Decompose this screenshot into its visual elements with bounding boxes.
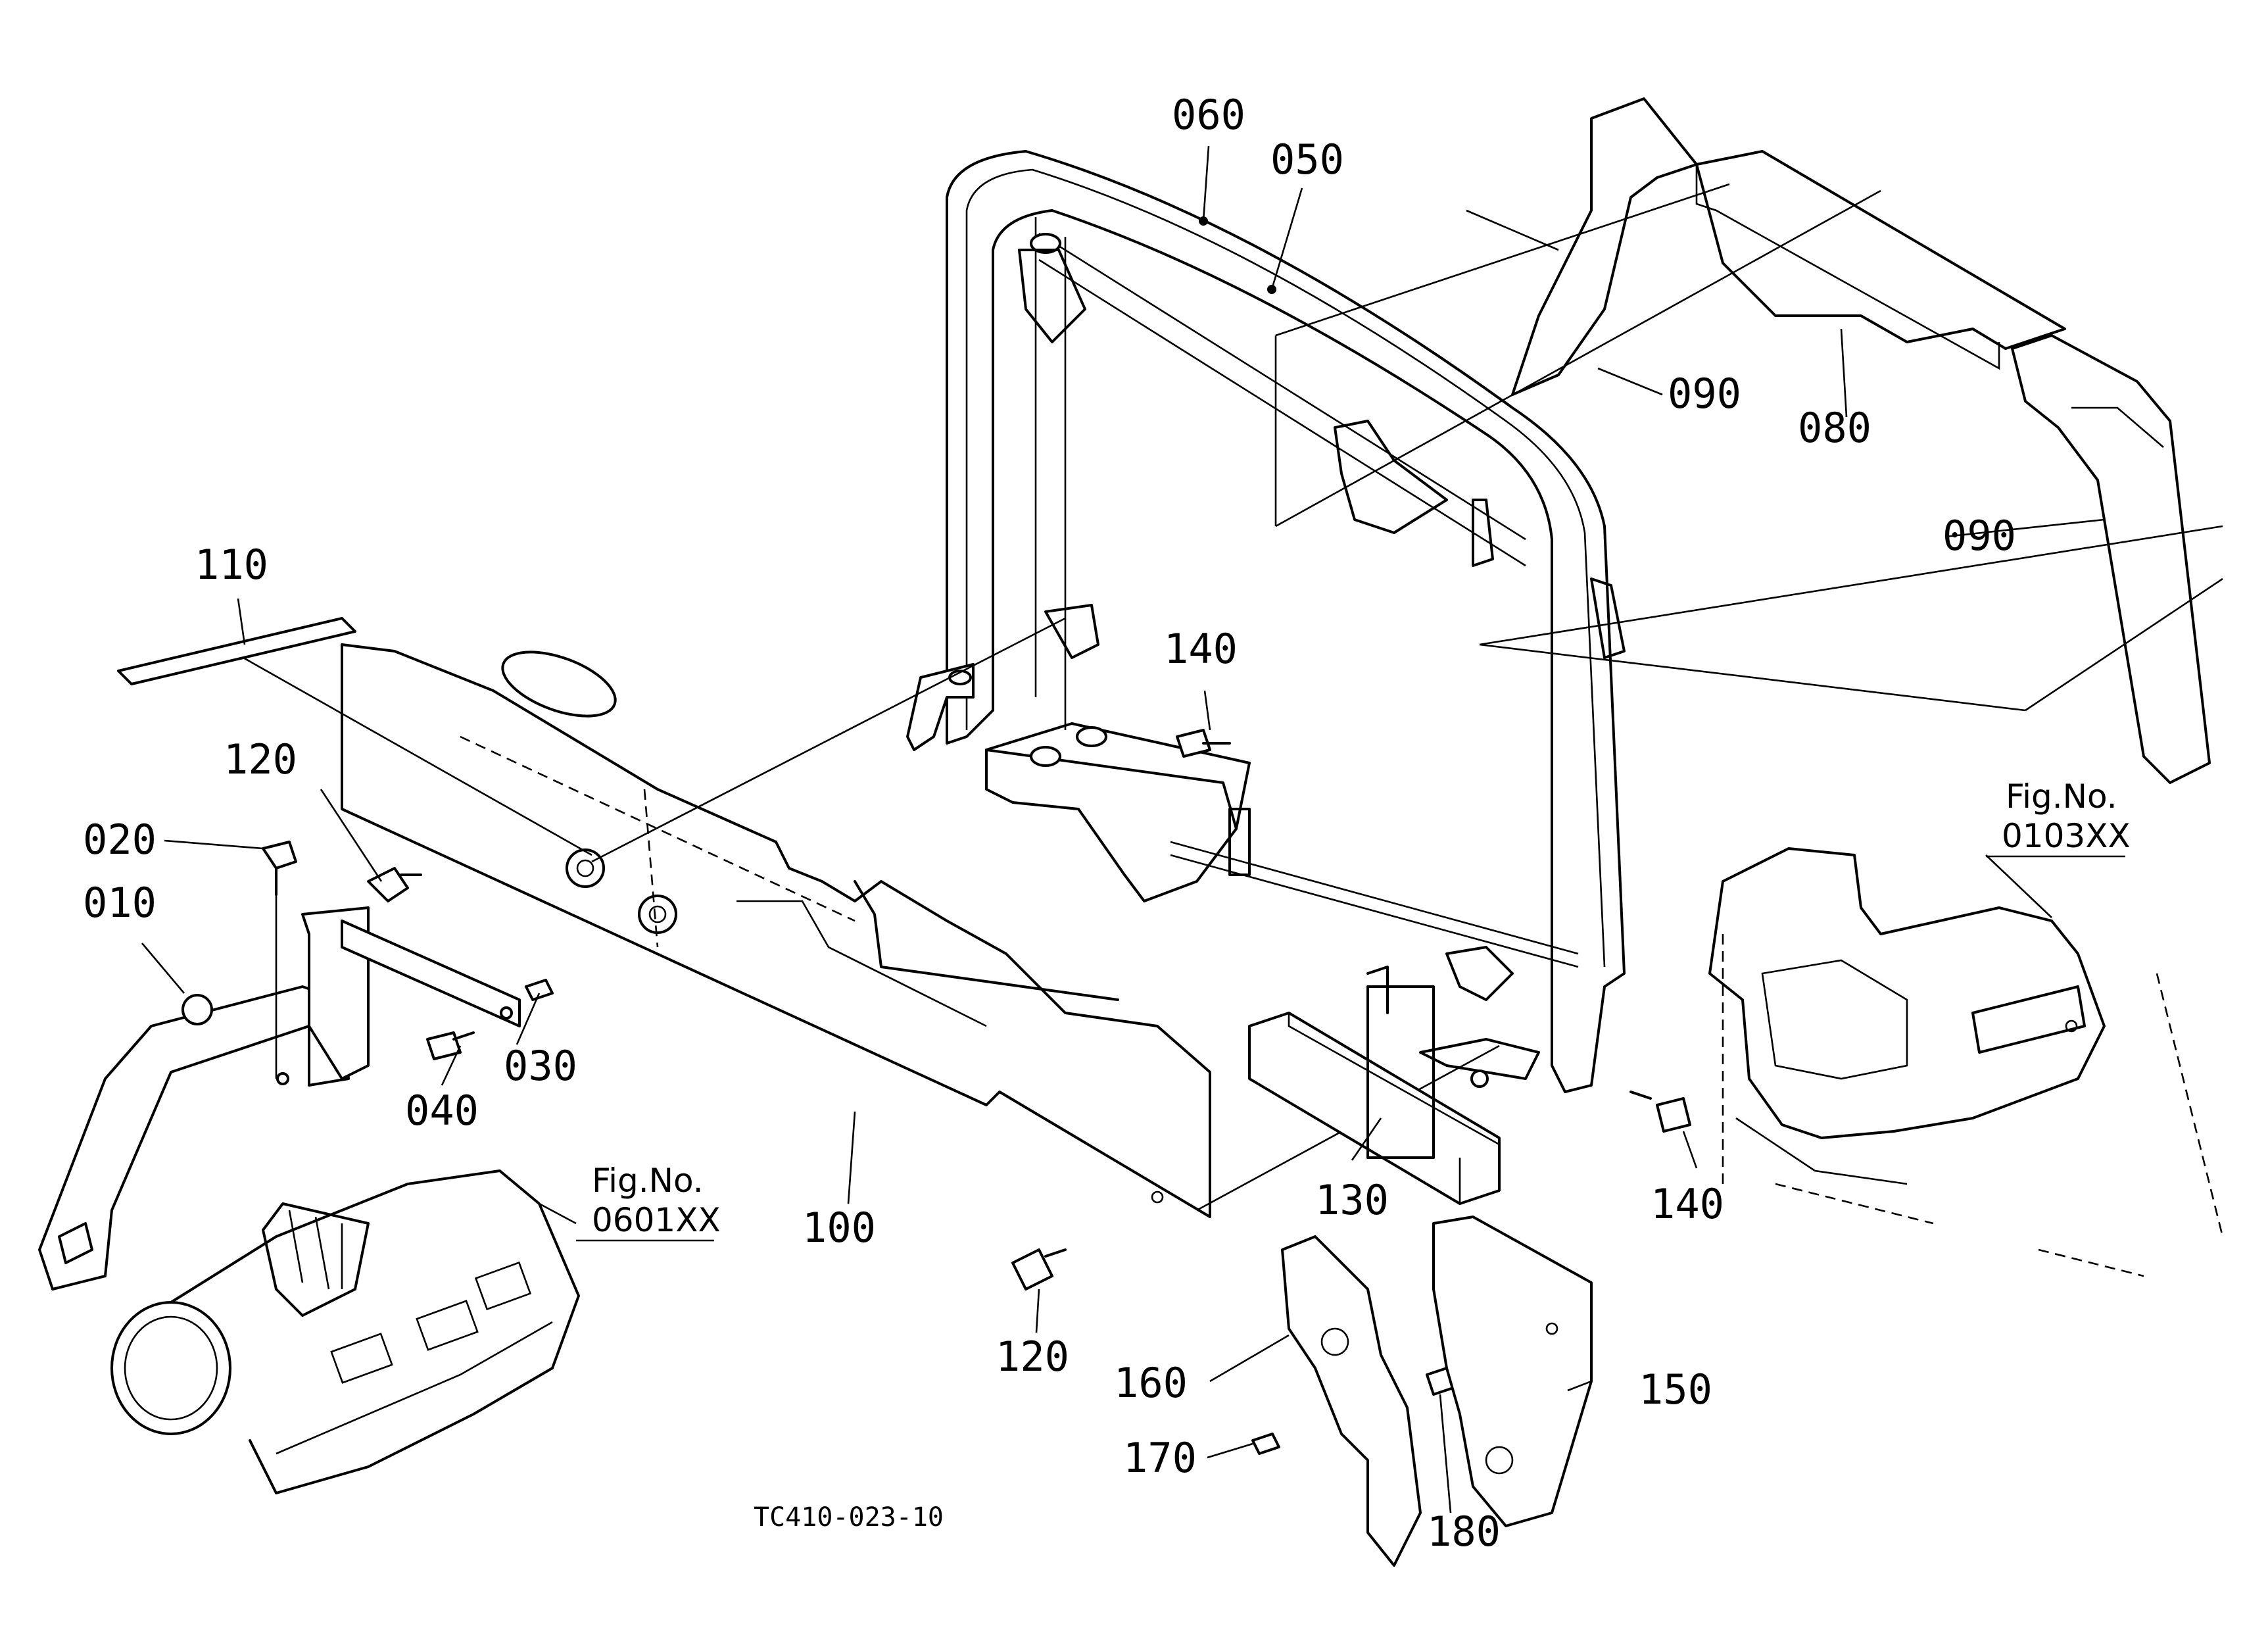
foam-seal-090-left [1511,97,1698,396]
frame-side-strip [1170,841,1579,1088]
callout-170: 170 [1123,1434,1197,1482]
fig-ref-0601XX: Fig.No. 0601XX [576,1162,721,1242]
foam-seal-080 [1695,150,2066,370]
callout-060: 060 [1172,91,1245,139]
callout-180: 180 [1427,1508,1501,1556]
callout-140-upper: 140 [1164,625,1238,673]
callout-120-lower: 120 [996,1333,1069,1381]
callout-080: 080 [1798,404,1871,452]
callout-040: 040 [405,1087,479,1135]
bolt-140-upper [1176,729,1231,758]
callout-140-lower: 140 [1651,1180,1724,1228]
callout-110: 110 [195,541,268,589]
callout-030: 030 [504,1042,577,1090]
side-plate-150 [1432,1216,1593,1527]
frame-corner-bracket [906,604,1099,751]
fig-ref-0103XX: Fig.No. 0103XX [1986,777,2131,858]
baffle-plate-100 [341,643,1211,1218]
side-plate-160 [1281,1235,1422,1567]
callout-020: 020 [83,816,157,864]
callout-120-upper: 120 [224,735,297,783]
callout-090-left: 090 [1668,370,1741,418]
fig-ref-number: 0601XX [592,1201,721,1239]
fig-ref-label: Fig.No. [592,1162,704,1200]
callout-050: 050 [1270,135,1344,184]
bolt-040 [426,1031,475,1060]
foam-guide-lines [1274,183,2223,712]
screw-170 [1251,1433,1280,1455]
callout-160: 160 [1114,1359,1188,1407]
fig-ref-number: 0103XX [2002,817,2131,855]
callout-130: 130 [1315,1176,1389,1224]
intake-manifold-reference [110,1169,580,1494]
callout-labels: 060 050 090 080 090 110 140 120 020 010 … [83,91,2016,1556]
bolt-120-lower [1011,1248,1067,1291]
rubber-strip-110 [117,617,356,685]
bolt-140-lower [1629,1091,1691,1133]
foam-block-130 [1248,966,1501,1205]
callout-100: 100 [802,1204,876,1252]
nut-030 [525,979,554,1001]
callout-090-right: 090 [1942,512,2016,560]
fig-ref-label: Fig.No. [2006,777,2117,816]
radiator-frame-outer [946,150,1626,1093]
radiator-core-050 [1018,232,1626,659]
bracket-010 [38,906,521,1291]
foam-seal-090-right [2011,334,2211,784]
engine-reference [1708,847,2224,1277]
callout-010: 010 [83,879,157,927]
figure-code: TC410-023-10 [754,1502,944,1533]
leader-lines [141,145,2105,1513]
callout-150: 150 [1639,1365,1712,1413]
bolt-020 [262,841,297,1079]
frame-bottom-bracket [985,722,1251,902]
